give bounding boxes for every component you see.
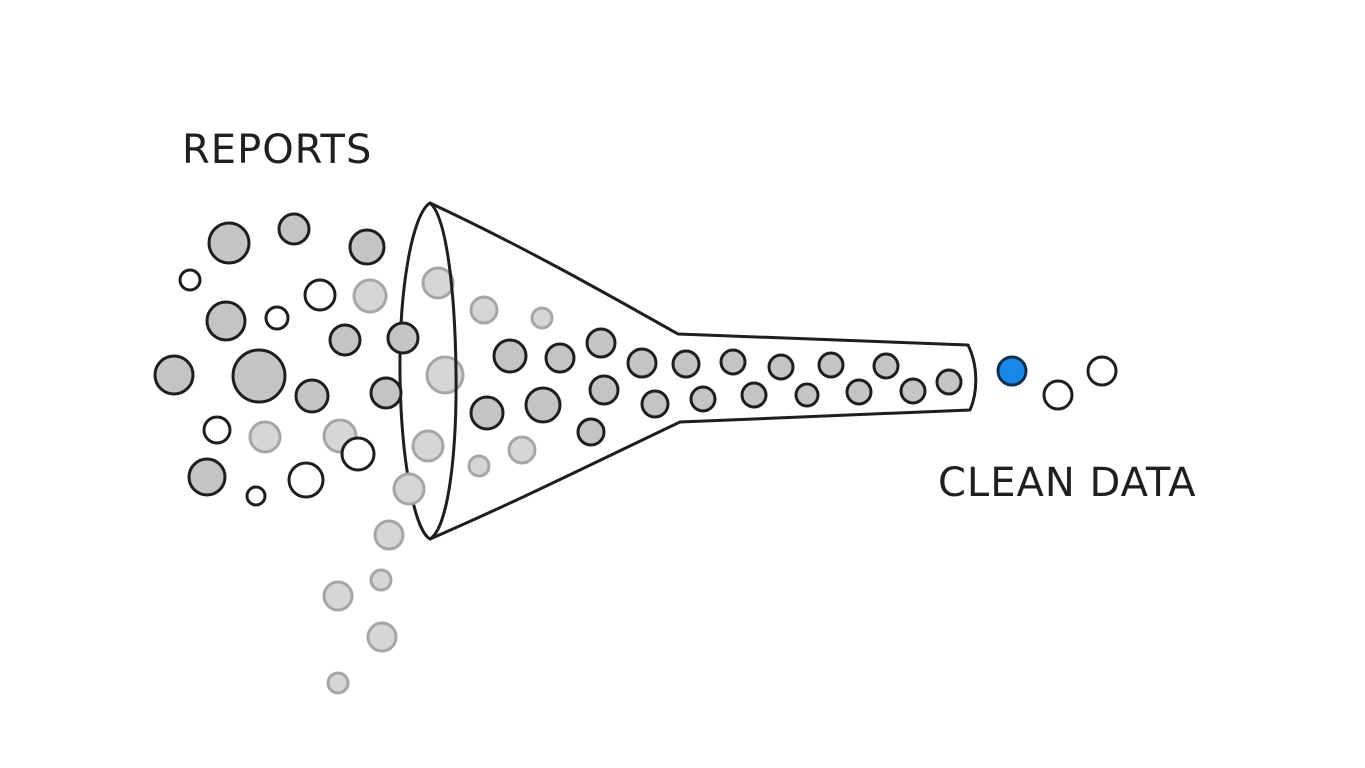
data-dot [1042, 379, 1074, 411]
data-dot [588, 374, 620, 406]
data-dot [369, 376, 403, 410]
data-dot [277, 212, 311, 246]
data-dot [524, 386, 562, 424]
data-dot [294, 378, 330, 414]
data-dot [326, 671, 350, 695]
funnel-shape [398, 201, 978, 541]
reports-label: REPORTS [182, 127, 372, 173]
data-dot [264, 305, 290, 331]
data-dot [817, 351, 845, 379]
data-dot [386, 321, 420, 355]
data-dot [411, 429, 445, 463]
data-dot [205, 300, 247, 342]
data-dot [366, 621, 398, 653]
data-dot [392, 472, 426, 506]
data-dot [467, 454, 491, 478]
data-dot [421, 266, 455, 300]
dots-behind-funnel [411, 266, 554, 478]
data-dot [187, 457, 227, 497]
data-dot [935, 368, 963, 396]
dots-in-front [153, 212, 1118, 695]
data-dot [899, 377, 927, 405]
data-dot [287, 461, 325, 499]
data-dot [689, 385, 717, 413]
data-dot [1086, 355, 1118, 387]
data-dot [530, 306, 554, 330]
data-dot [719, 348, 747, 376]
data-dot [328, 323, 362, 357]
data-dot [469, 295, 499, 325]
data-dot [369, 568, 393, 592]
funnel-mouth-rim [398, 201, 458, 541]
data-dot [231, 348, 287, 404]
data-dot [153, 354, 195, 396]
data-dot [794, 382, 820, 408]
funnel-body [428, 201, 978, 541]
data-dot [585, 327, 617, 359]
data-dot [740, 381, 768, 409]
data-dot [671, 349, 701, 379]
data-dot [352, 278, 388, 314]
data-dot [340, 436, 376, 472]
data-dot [178, 268, 202, 292]
data-dot [872, 352, 900, 380]
data-dot [303, 278, 337, 312]
data-dot [767, 353, 795, 381]
data-dot [207, 221, 251, 265]
clean-data-dot [996, 355, 1028, 387]
clean-data-label: CLEAN DATA [938, 460, 1197, 506]
data-dot [469, 395, 505, 431]
data-dot [507, 435, 537, 465]
data-dot [845, 378, 873, 406]
data-dot [492, 338, 528, 374]
data-dot [202, 415, 232, 445]
data-dot [626, 347, 658, 379]
data-dot [640, 389, 670, 419]
data-dot [348, 228, 386, 266]
data-dot [245, 485, 267, 507]
data-dot [544, 342, 576, 374]
data-dot [248, 420, 282, 454]
data-dot [373, 519, 405, 551]
data-dot [576, 417, 606, 447]
data-dot [425, 355, 465, 395]
data-dot [322, 580, 354, 612]
